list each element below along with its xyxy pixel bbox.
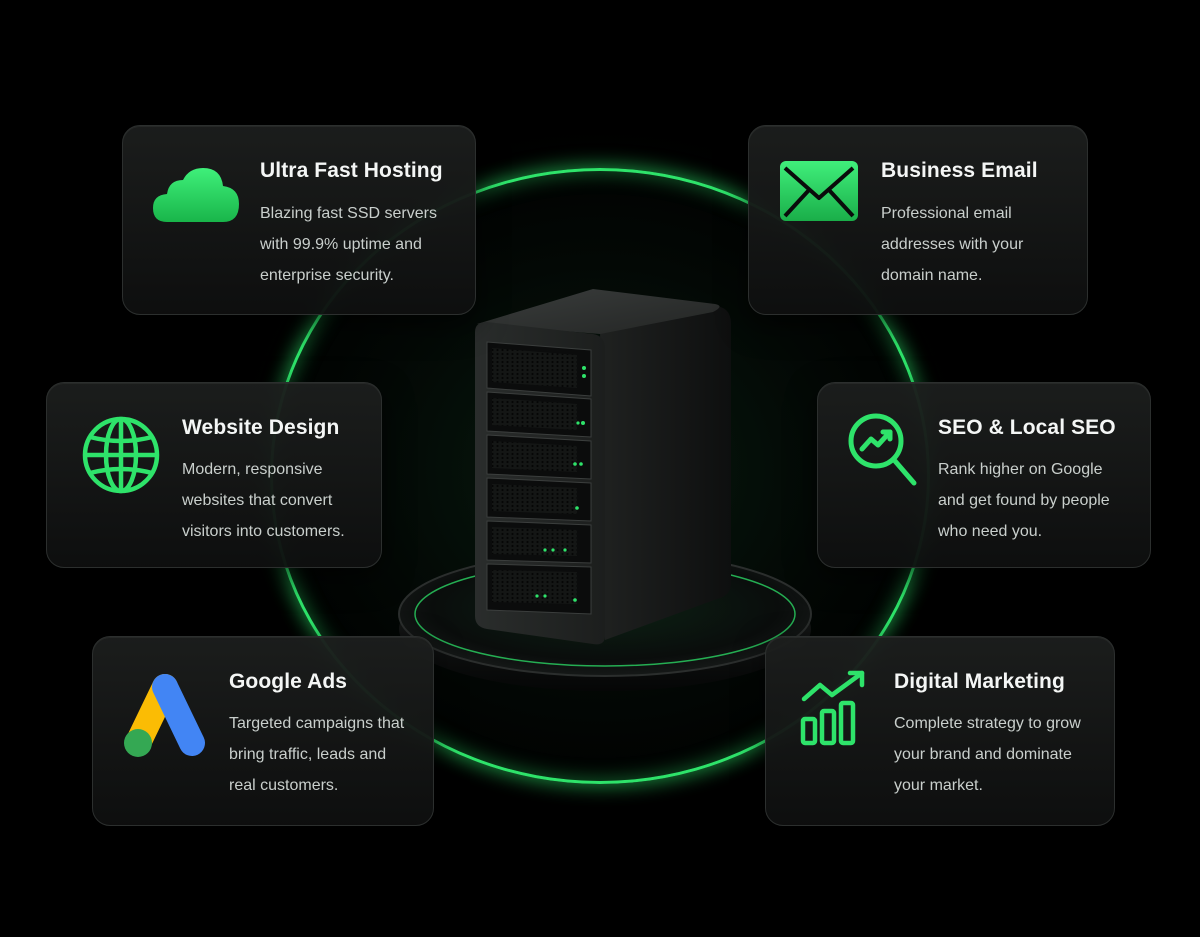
service-description: Rank higher on Google and get found by p… (938, 454, 1110, 547)
description-line: who need you. (938, 523, 1043, 540)
description-line: bring traffic, leads and (229, 746, 387, 763)
service-card-website-design: Website Design Modern, responsive websit… (46, 382, 382, 568)
service-card-digital-marketing: Digital Marketing Complete strategy to g… (765, 636, 1115, 826)
description-line: Rank higher on Google (938, 461, 1103, 478)
cloud-icon (153, 164, 239, 224)
service-description: Professional email addresses with your d… (881, 198, 1023, 291)
service-title: Google Ads (229, 670, 348, 693)
service-title: Website Design (182, 416, 340, 439)
service-card-google-ads: Google Ads Targeted campaigns that bring… (92, 636, 434, 826)
description-line: your brand and dominate (894, 746, 1072, 763)
description-line: with 99.9% uptime and (260, 236, 422, 253)
globe-icon (81, 415, 161, 495)
description-line: addresses with your (881, 236, 1024, 253)
service-title: SEO & Local SEO (938, 416, 1116, 439)
envelope-icon (779, 160, 859, 222)
service-description: Complete strategy to grow your brand and… (894, 708, 1081, 801)
description-line: Blazing fast SSD servers (260, 205, 437, 222)
service-title: Ultra Fast Hosting (260, 159, 443, 182)
description-line: Professional email (881, 205, 1012, 222)
magnifier-chart-icon (846, 411, 920, 489)
description-line: Complete strategy to grow (894, 715, 1081, 732)
description-line: and get found by people (938, 492, 1110, 509)
description-line: real customers. (229, 777, 339, 794)
description-line: your market. (894, 777, 983, 794)
server-illustration (395, 284, 815, 724)
google-ads-logo-icon (118, 671, 210, 759)
service-description: Targeted campaigns that bring traffic, l… (229, 708, 404, 801)
server-tower-icon (398, 289, 812, 691)
description-line: websites that convert (182, 492, 333, 509)
description-line: domain name. (881, 267, 983, 284)
description-line: enterprise security. (260, 267, 394, 284)
service-title: Digital Marketing (894, 670, 1065, 693)
service-card-hosting: Ultra Fast Hosting Blazing fast SSD serv… (122, 125, 476, 315)
service-card-seo: SEO & Local SEO Rank higher on Google an… (817, 382, 1151, 568)
service-card-email: Business Email Professional email addres… (748, 125, 1088, 315)
description-line: Targeted campaigns that (229, 715, 405, 732)
service-description: Modern, responsive websites that convert… (182, 454, 345, 547)
service-description: Blazing fast SSD servers with 99.9% upti… (260, 198, 437, 291)
description-line: visitors into customers. (182, 523, 345, 540)
description-line: Modern, responsive (182, 461, 323, 478)
service-title: Business Email (881, 159, 1038, 182)
growth-chart-icon (800, 669, 870, 747)
